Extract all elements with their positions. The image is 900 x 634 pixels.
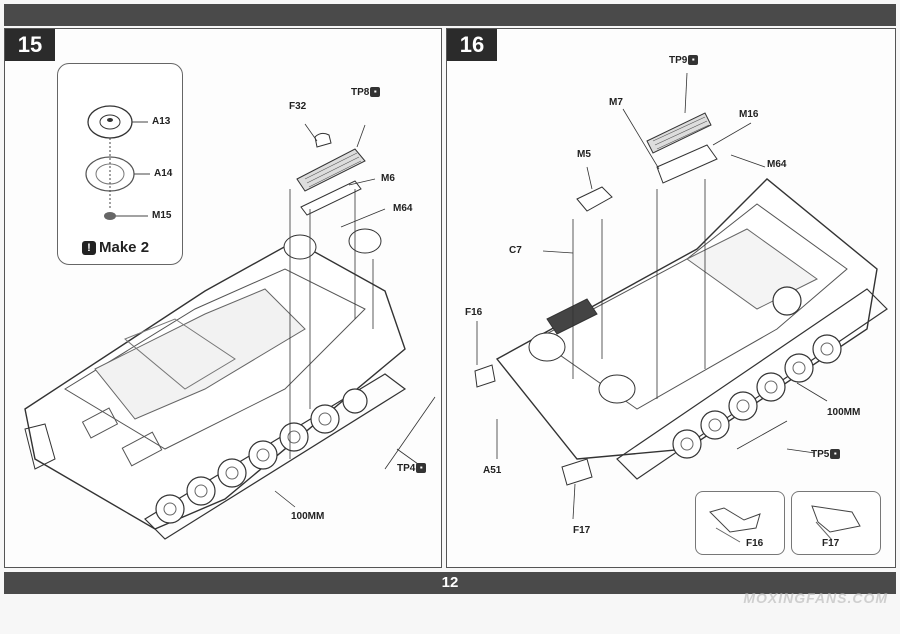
step-15-panel: 15 A13 A14 M15 !Make 2 (4, 28, 442, 568)
f17-inset-label: F17 (822, 538, 840, 549)
wheel-detail-box: A13 A14 M15 !Make 2 (57, 63, 183, 265)
pe-icon: ▪ (830, 449, 841, 460)
part-m15-label: M15 (152, 210, 172, 221)
part-tp5-label: TP5▪ (811, 449, 841, 460)
part-tp8-label: TP8▪ (351, 87, 381, 98)
step-15-hull-drawing (24, 123, 436, 540)
part-c7-label: C7 (509, 245, 522, 256)
bottom-bar (4, 572, 896, 594)
part-a14-label: A14 (154, 168, 173, 179)
tp5-text: TP5 (811, 449, 830, 460)
make-2-note: !Make 2 (82, 239, 149, 256)
tp8-text: TP8 (351, 87, 370, 98)
part-a51-label: A51 (483, 465, 502, 476)
part-m64-label: M64 (393, 203, 413, 214)
track-length-label: 100MM (291, 511, 325, 522)
pe-icon: ▪ (370, 87, 381, 98)
watermark-text: MOXINGFANS.COM (743, 590, 888, 606)
step-15-number: 15 (5, 29, 55, 61)
part-m5-label: M5 (577, 149, 591, 160)
step-16-hull-drawing (474, 72, 888, 520)
tp9-text: TP9 (669, 55, 688, 66)
part-m16-label: M16 (739, 109, 759, 120)
step-16-panel: 16 (446, 28, 896, 568)
f16-inset-drawing (709, 507, 761, 543)
part-m7-label: M7 (609, 97, 623, 108)
part-a13-label: A13 (152, 116, 171, 127)
page-number: 12 (441, 574, 459, 591)
part-f32-label: F32 (289, 101, 307, 112)
f17-inset: F17 (791, 491, 881, 555)
part-tp4-label: TP4▪ (397, 463, 427, 474)
part-f16-label: F16 (465, 307, 483, 318)
track-length-label: 100MM (827, 407, 861, 418)
part-f17-label: F17 (573, 525, 591, 536)
pe-icon: ▪ (688, 55, 699, 66)
f16-inset: F16 (695, 491, 785, 555)
tp4-text: TP4 (397, 463, 416, 474)
part-m64-label: M64 (767, 159, 787, 170)
warning-icon: ! (82, 241, 96, 255)
f16-inset-label: F16 (746, 538, 764, 549)
part-m6-label: M6 (381, 173, 395, 184)
f17-inset-drawing (811, 505, 861, 541)
top-bar (4, 4, 896, 26)
make-2-text: Make 2 (99, 239, 150, 256)
step-16-number: 16 (447, 29, 497, 61)
pe-icon: ▪ (416, 463, 427, 474)
part-tp9-label: TP9▪ (669, 55, 699, 66)
wheel-detail-drawing (85, 105, 150, 220)
